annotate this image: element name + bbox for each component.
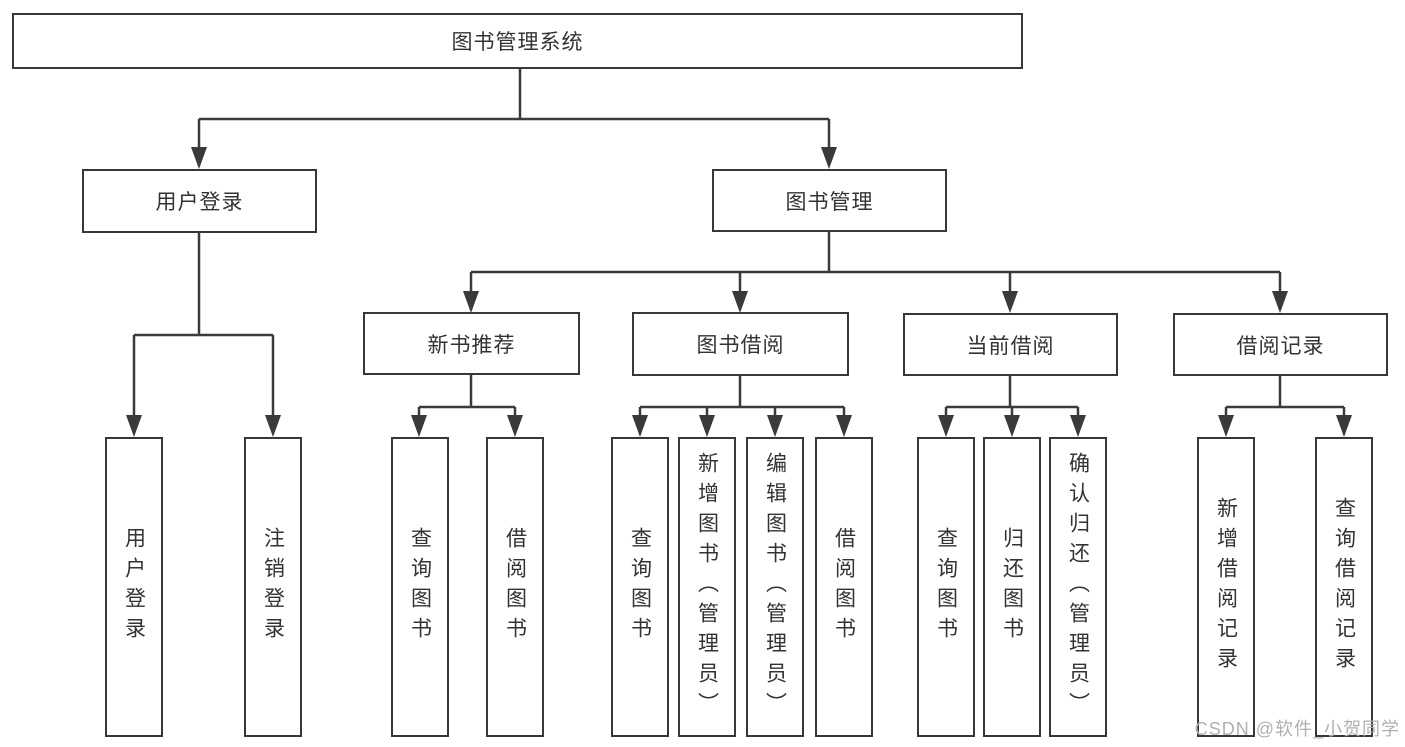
node-leaf-query-books-borrow: 查询图书 <box>611 437 669 737</box>
node-current-borrowing: 当前借阅 <box>903 313 1118 376</box>
node-book-management: 图书管理 <box>712 169 947 232</box>
node-leaf-user-login: 用户登录 <box>105 437 163 737</box>
node-leaf-borrow-books-recommend: 借阅图书 <box>486 437 544 737</box>
node-new-book-recommend: 新书推荐 <box>363 312 580 375</box>
node-borrowing-records: 借阅记录 <box>1173 313 1388 376</box>
node-library-management-system: 图书管理系统 <box>12 13 1023 69</box>
node-leaf-borrow-books: 借阅图书 <box>815 437 873 737</box>
node-user-login: 用户登录 <box>82 169 317 233</box>
node-leaf-query-books-current: 查询图书 <box>917 437 975 737</box>
node-leaf-add-books-admin: 新增图书（管理员） <box>678 437 736 737</box>
node-leaf-query-books-recommend: 查询图书 <box>391 437 449 737</box>
node-leaf-edit-books-admin: 编辑图书（管理员） <box>746 437 804 737</box>
node-leaf-logout: 注销登录 <box>244 437 302 737</box>
csdn-watermark: CSDN @软件_小贺同学 <box>1194 719 1400 739</box>
node-leaf-query-borrow-record: 查询借阅记录 <box>1315 437 1373 737</box>
node-leaf-confirm-return-admin: 确认归还（管理员） <box>1049 437 1107 737</box>
node-leaf-add-borrow-record: 新增借阅记录 <box>1197 437 1255 737</box>
node-leaf-return-books: 归还图书 <box>983 437 1041 737</box>
node-book-borrowing: 图书借阅 <box>632 312 849 376</box>
